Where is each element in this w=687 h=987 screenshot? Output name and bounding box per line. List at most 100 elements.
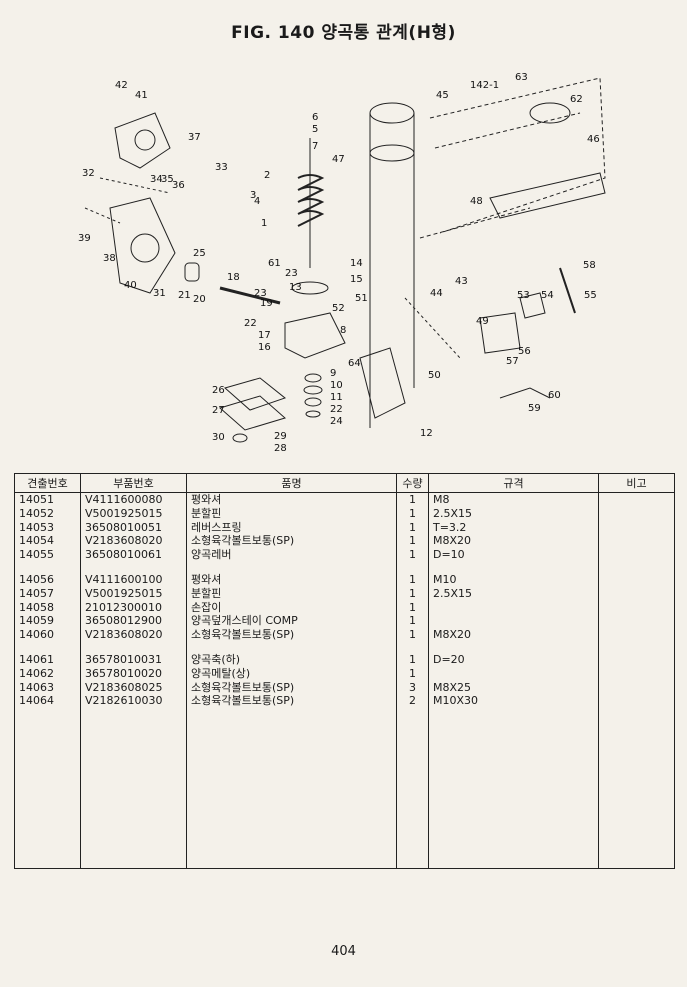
cell-name: 분할핀: [186, 506, 397, 521]
callout-29: 29: [274, 431, 287, 442]
cell-qty: 1: [396, 548, 429, 562]
callout-57: 57: [506, 356, 519, 367]
cell-spec: [428, 614, 599, 629]
cell-qty: 1: [396, 586, 429, 601]
cell-note: [598, 506, 675, 521]
cell-qty: 1: [396, 600, 429, 615]
cell-part: V5001925015: [80, 506, 187, 521]
cell-part: V2183608020: [80, 534, 187, 549]
cell-part: 36508010051: [80, 520, 187, 535]
cell-part: 36578010031: [80, 652, 187, 667]
exploded-parts-diagram: 42 41 37 33 34 35 36 32 39 38 40 31 25 2…: [60, 58, 620, 458]
cell-no: 14051: [14, 492, 81, 507]
cell-name: 소형육각볼트보통(SP): [186, 534, 397, 549]
page-number: 404: [331, 944, 356, 959]
cell-qty: 1: [396, 614, 429, 629]
callout-18: 18: [227, 272, 240, 283]
callout-60: 60: [548, 390, 561, 401]
cell-spec: 2.5X15: [428, 506, 599, 521]
callout-27: 27: [212, 405, 225, 416]
cell-no: 14053: [14, 520, 81, 535]
cell-no: 14062: [14, 666, 81, 681]
cell-no: 14055: [14, 548, 81, 562]
table-row: 14053 36508010051 레버스프링 1 T=3.2: [14, 520, 675, 535]
callout-35: 35: [161, 174, 174, 185]
cell-spec: M10: [428, 572, 599, 587]
callout-43: 43: [455, 276, 468, 287]
cell-spec: [428, 600, 599, 615]
cell-spec: M8X25: [428, 680, 599, 695]
cell-qty: 1: [396, 628, 429, 642]
cell-spec: M8X20: [428, 628, 599, 642]
callout-23: 23: [254, 288, 267, 299]
callout-33: 33: [215, 162, 228, 173]
cell-no: 14063: [14, 680, 81, 695]
callout-4: 4: [254, 196, 260, 207]
callout-41: 41: [135, 90, 148, 101]
callout-24: 24: [330, 416, 343, 427]
table-row: 14063 V2183608025 소형육각볼트보통(SP) 3 M8X25: [14, 680, 675, 695]
callout-36: 36: [172, 180, 185, 191]
cell-note: [598, 666, 675, 681]
table-row: 14060 V2183608020 소형육각볼트보통(SP) 1 M8X20: [14, 628, 675, 642]
cell-part: 21012300010: [80, 600, 187, 615]
cell-no: 14059: [14, 614, 81, 629]
col-header-spec: 규격: [428, 473, 599, 493]
table-row: 14056 V4111600100 평와셔 1 M10: [14, 572, 675, 587]
cell-note: [598, 614, 675, 629]
cell-note: [598, 680, 675, 695]
callout-54: 54: [541, 290, 554, 301]
cell-part: 36578010020: [80, 666, 187, 681]
cell-note: [598, 572, 675, 587]
table-row: 14052 V5001925015 분할핀 1 2.5X15: [14, 506, 675, 521]
cell-name: 소형육각볼트보통(SP): [186, 680, 397, 695]
cell-note: [598, 520, 675, 535]
cell-note: [598, 600, 675, 615]
cell-part: V4111600080: [80, 492, 187, 507]
cell-spec: D=20: [428, 652, 599, 667]
callout-8: 8: [340, 325, 346, 336]
cell-name: 평와셔: [186, 492, 397, 507]
cell-spec: M10X30: [428, 694, 599, 709]
cell-name: 소형육각볼트보통(SP): [186, 628, 397, 642]
callout-56: 56: [518, 346, 531, 357]
cell-part: 36508012900: [80, 614, 187, 629]
cell-qty: 1: [396, 572, 429, 587]
callout-52: 52: [332, 303, 345, 314]
table-row: 14054 V2183608020 소형육각볼트보통(SP) 1 M8X20: [14, 534, 675, 549]
callout-9: 9: [330, 368, 336, 379]
table-row: 14059 36508012900 양곡덮개스테이 COMP 1: [14, 614, 675, 629]
callout-49: 49: [476, 316, 489, 327]
callout-14: 14: [350, 258, 363, 269]
cell-part: 36508010061: [80, 548, 187, 562]
cell-name: 양곡축(하): [186, 652, 397, 667]
table-row: 14062 36578010020 양곡메탈(상) 1: [14, 666, 675, 681]
table-row: 14055 36508010061 양곡레버 1 D=10: [14, 548, 675, 562]
table-header-row: 견출번호 부품번호 품명 수량 규격 비고: [14, 473, 675, 493]
callout-55: 55: [584, 290, 597, 301]
cell-part: V5001925015: [80, 586, 187, 601]
cell-part: V2183608020: [80, 628, 187, 642]
table-empty-area: [14, 708, 675, 870]
cell-no: 14058: [14, 600, 81, 615]
col-header-no: 견출번호: [14, 473, 81, 493]
callout-45: 45: [436, 90, 449, 101]
diagram-svg: 42 41 37 33 34 35 36 32 39 38 40 31 25 2…: [78, 72, 606, 454]
callout-12: 12: [420, 428, 433, 439]
cell-qty: 3: [396, 680, 429, 695]
cell-qty: 1: [396, 492, 429, 507]
cell-qty: 1: [396, 666, 429, 681]
callout-15: 15: [350, 274, 363, 285]
callout-39: 39: [78, 233, 91, 244]
callout-5: 5: [312, 124, 318, 135]
callout-10: 10: [330, 380, 343, 391]
callout-32: 32: [82, 168, 95, 179]
cell-note: [598, 492, 675, 507]
callout-62: 62: [570, 94, 583, 105]
cell-note: [598, 548, 675, 562]
cell-spec: M8X20: [428, 534, 599, 549]
callout-42: 42: [115, 80, 128, 91]
cell-qty: 1: [396, 652, 429, 667]
cell-qty: 1: [396, 506, 429, 521]
cell-no: 14061: [14, 652, 81, 667]
